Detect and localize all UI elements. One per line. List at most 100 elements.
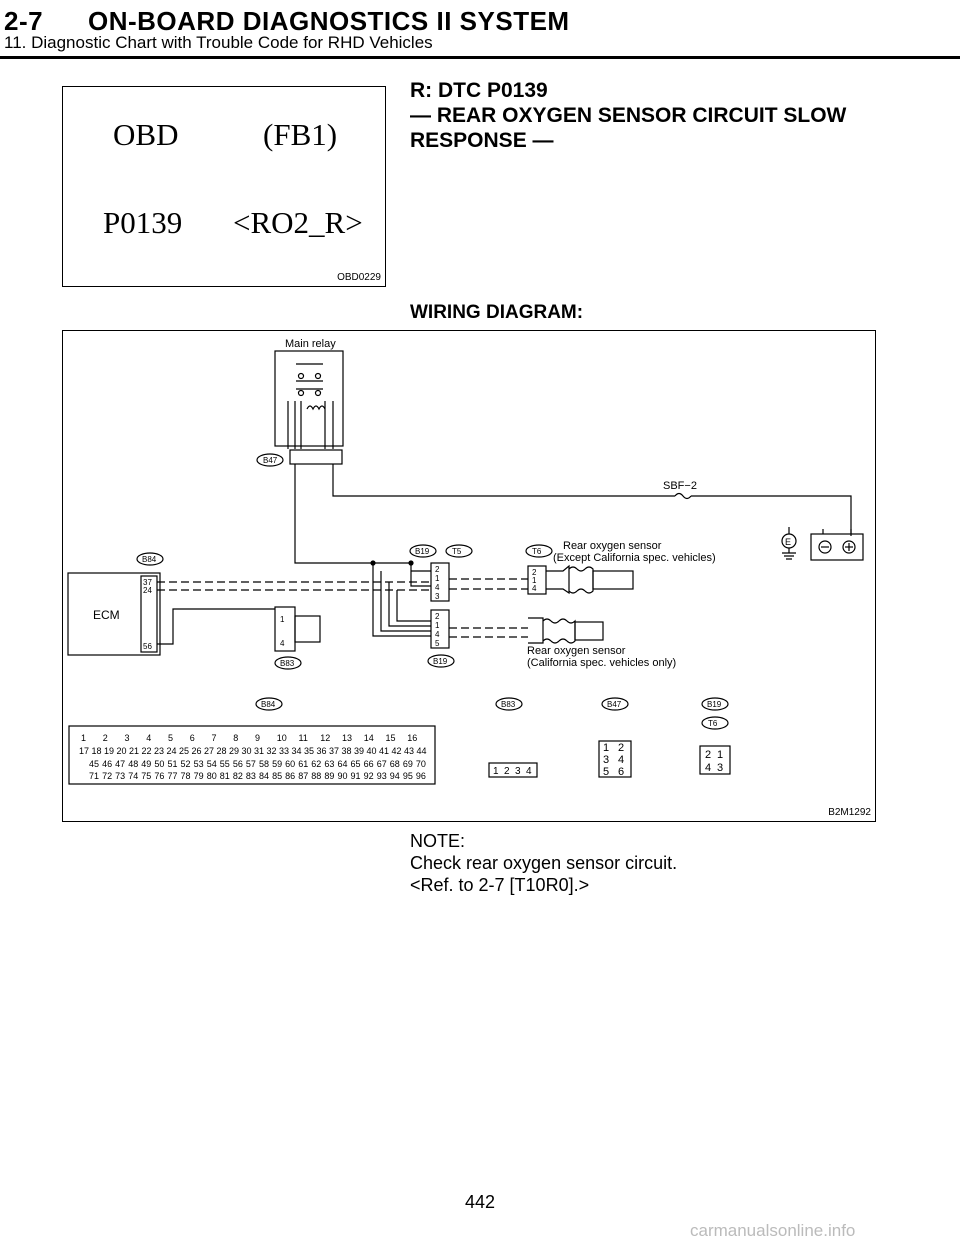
b19-bottom-pin-2: 2 <box>435 612 440 621</box>
pin-label: 4 <box>705 762 711 774</box>
pin-label: 54 <box>207 759 217 769</box>
b19-top-pin-3: 3 <box>435 592 440 601</box>
pin-label: 30 <box>242 746 252 756</box>
ground-label: E <box>785 537 791 547</box>
sensor-top-note: (Except California spec. vehicles) <box>553 552 716 564</box>
dtc-display-figure: OBD (FB1) P0139 <RO2_R> OBD0229 <box>62 86 386 287</box>
header-rule <box>0 56 960 59</box>
pin-label: 24 <box>167 746 177 756</box>
pin-label: 44 <box>417 746 427 756</box>
pin-label: 79 <box>194 771 204 781</box>
pin-label: 71 <box>89 771 99 781</box>
pin-label: 6 <box>190 733 195 743</box>
pin-label: 2 <box>705 749 711 761</box>
diagram-figure-id: B2M1292 <box>828 807 871 818</box>
pin-label: 52 <box>181 759 191 769</box>
pin-label: 85 <box>272 771 282 781</box>
b47-face-tag: B47 <box>607 700 622 709</box>
pin-label: 83 <box>246 771 256 781</box>
pin-label: 39 <box>354 746 364 756</box>
dtc-code: P0139 <box>103 205 183 240</box>
pin-label: 37 <box>329 746 339 756</box>
pin-label: 17 <box>79 746 89 756</box>
pin-label: 25 <box>179 746 189 756</box>
b19-bottom-pin-4: 4 <box>435 630 440 639</box>
pin-label: 15 <box>386 733 396 743</box>
pin-label: 20 <box>117 746 127 756</box>
b84-face-tag: B84 <box>261 700 276 709</box>
pin-label: 1 <box>603 742 609 754</box>
pin-label: 19 <box>104 746 114 756</box>
pin-label: 56 <box>233 759 243 769</box>
pin-label: 76 <box>154 771 164 781</box>
b83-tag: B83 <box>280 659 295 668</box>
pin-label: 18 <box>92 746 102 756</box>
t6-pin-4: 4 <box>532 584 537 593</box>
pin-label: 5 <box>168 733 173 743</box>
pin-label: 2 <box>504 766 510 777</box>
pin-label: 27 <box>204 746 214 756</box>
main-relay-box <box>274 350 344 447</box>
pin-label: 67 <box>377 759 387 769</box>
pin-label: 35 <box>304 746 314 756</box>
b47-tag: B47 <box>263 456 278 465</box>
b83-pin-4: 4 <box>280 639 285 648</box>
t6-pin-1: 1 <box>532 576 537 585</box>
pin-label: 12 <box>320 733 330 743</box>
page-number: 442 <box>464 1192 496 1212</box>
pin-label: 59 <box>272 759 282 769</box>
pin-label: 68 <box>390 759 400 769</box>
t6-pin-2: 2 <box>532 568 537 577</box>
dtc-system-label: (FB1) <box>263 117 338 152</box>
t5-tag: T5 <box>452 547 462 556</box>
pin-label: 41 <box>379 746 389 756</box>
b19-tag-top: B19 <box>415 547 430 556</box>
b47-connector <box>289 449 343 465</box>
pin-label: 63 <box>324 759 334 769</box>
pin-label: 31 <box>254 746 264 756</box>
sensor-bottom-label: Rear oxygen sensor <box>527 645 626 657</box>
pin-label: 55 <box>220 759 230 769</box>
b19-face-tag: B19 <box>707 700 722 709</box>
pin-label: 78 <box>181 771 191 781</box>
wiring-diagram: Main relay B47 SBF−2 E ECM 37 2 <box>62 330 876 822</box>
pin-label: 43 <box>404 746 414 756</box>
pin-label: 14 <box>364 733 374 743</box>
pin-label: 7 <box>212 733 217 743</box>
section-number: 2-7 <box>4 6 44 36</box>
pin-label: 53 <box>194 759 204 769</box>
wiring-diagram-svg: Main relay B47 SBF−2 E ECM 37 2 <box>67 338 864 785</box>
pin-label: 96 <box>416 771 426 781</box>
pin-label: 51 <box>167 759 177 769</box>
pin-label: 50 <box>154 759 164 769</box>
dtc-abbreviation: <RO2_R> <box>233 205 363 240</box>
ecm-pin-37: 37 <box>143 578 152 587</box>
chapter-subtitle: 11. Diagnostic Chart with Trouble Code f… <box>4 33 433 52</box>
pin-label: 2 <box>618 742 624 754</box>
b19-bottom-pin-1: 1 <box>435 621 440 630</box>
pin-label: 69 <box>403 759 413 769</box>
pin-label: 4 <box>618 754 624 766</box>
wiring-diagram-heading: WIRING DIAGRAM: <box>410 302 584 323</box>
b84-connector-face <box>68 725 436 785</box>
pin-label: 26 <box>192 746 202 756</box>
dtc-mode-label: OBD <box>113 117 179 152</box>
sensor-bottom-connector <box>528 617 544 644</box>
b19-top-pin-2: 2 <box>435 565 440 574</box>
pin-label: 1 <box>81 733 86 743</box>
pin-label: 86 <box>285 771 295 781</box>
pin-label: 47 <box>115 759 125 769</box>
b83-connector <box>274 606 296 652</box>
heading-dtc: R: DTC P0139 <box>410 79 548 102</box>
pin-label: 84 <box>259 771 269 781</box>
b19-bottom-pin-5: 5 <box>435 639 440 648</box>
sensor-top-label: Rear oxygen sensor <box>563 540 662 552</box>
pin-label: 92 <box>364 771 374 781</box>
pin-label: 46 <box>102 759 112 769</box>
ecm-box <box>67 572 161 656</box>
sensor-top-body <box>592 570 634 590</box>
heading-description-1: — REAR OXYGEN SENSOR CIRCUIT SLOW <box>410 104 847 127</box>
pin-label: 40 <box>367 746 377 756</box>
ecm-pin-56: 56 <box>143 642 152 651</box>
pin-label: 5 <box>603 766 609 778</box>
